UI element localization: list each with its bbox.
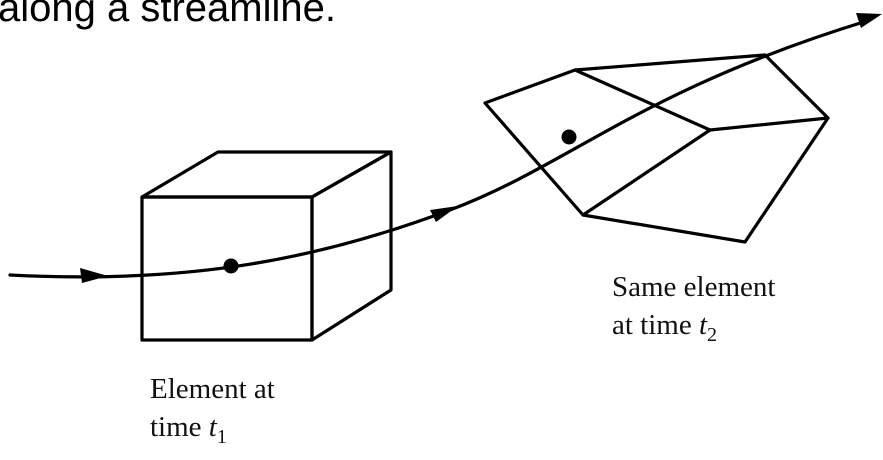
deformed-element-edge-right: [708, 116, 830, 132]
element-t2-caption-prefix: at time: [612, 309, 699, 341]
streamline-curve: [8, 18, 872, 279]
heading-text: along a streamline.: [0, 0, 336, 30]
element-t2-caption-line2: at time t2: [612, 306, 775, 346]
element-t1-center-dot: [223, 258, 239, 274]
element-t1-time-variable: t: [208, 411, 217, 443]
deformed-element-edge-top: [573, 68, 712, 132]
element-t2-time-variable: t: [698, 309, 708, 341]
element-t1-time-subscript: 1: [216, 426, 227, 448]
deformed-element-edge-lower: [581, 128, 712, 217]
element-t2-center-dot: [561, 129, 577, 145]
element-t1-caption-prefix: time: [150, 411, 209, 443]
element-t1-caption: Element at time t1: [150, 370, 275, 448]
element-t1-caption-line1: Element at: [150, 373, 275, 405]
streamline-arrow-1: [80, 268, 108, 283]
streamline-arrow-3: [856, 13, 882, 28]
cube-right-face: [310, 150, 393, 342]
streamline-arrow-2: [430, 206, 458, 222]
element-t2-caption: Same element at time t2: [612, 268, 776, 346]
element-t2-caption-line1: Same element: [612, 271, 776, 303]
element-t2-time-subscript: 2: [707, 324, 718, 346]
element-t1-caption-line2: time t1: [150, 408, 275, 448]
deformed-element-outline: [483, 53, 830, 244]
